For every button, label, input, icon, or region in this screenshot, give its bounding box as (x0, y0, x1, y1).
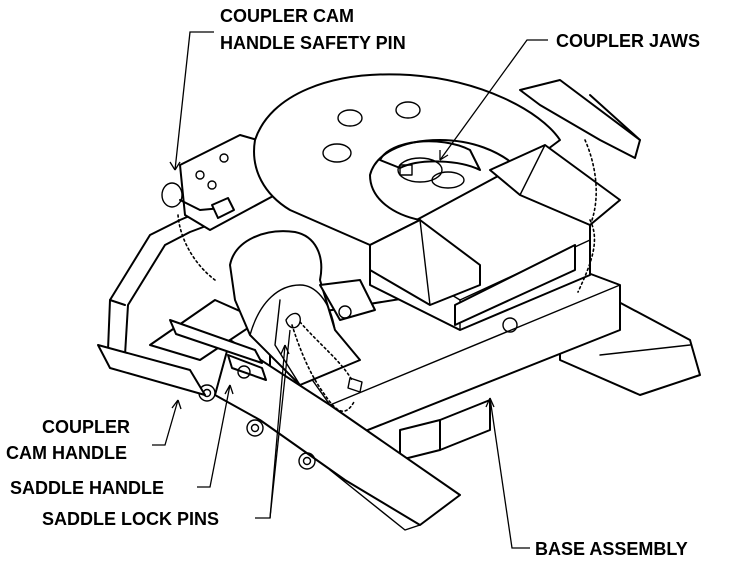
leader-base-assembly (489, 397, 530, 549)
label-base-assembly: BASE ASSEMBLY (535, 539, 688, 559)
leader-coupler-cam-handle (152, 399, 179, 446)
label-coupler-cam-handle-line1: COUPLER (42, 417, 130, 437)
saddle-drawing (229, 230, 518, 393)
leader-coupler-jaws (439, 39, 548, 161)
label-saddle-lock-pins: SADDLE LOCK PINS (42, 509, 219, 529)
label-safety-pin-line2: HANDLE SAFETY PIN (220, 33, 406, 53)
safety-chains (177, 139, 597, 412)
callout-labels: COUPLER CAM HANDLE SAFETY PIN COUPLER JA… (6, 6, 700, 559)
label-saddle-handle: SADDLE HANDLE (10, 478, 164, 498)
leader-saddle-handle (197, 384, 231, 488)
label-safety-pin-line1: COUPLER CAM (220, 6, 354, 26)
leader-safety-pin (174, 31, 214, 171)
label-coupler-cam-handle-line2: CAM HANDLE (6, 443, 127, 463)
coupler-cam-handle-drawing (97, 204, 267, 396)
label-coupler-jaws: COUPLER JAWS (556, 31, 700, 51)
leader-lines (152, 31, 548, 549)
coupler-head-drawing (253, 73, 641, 331)
